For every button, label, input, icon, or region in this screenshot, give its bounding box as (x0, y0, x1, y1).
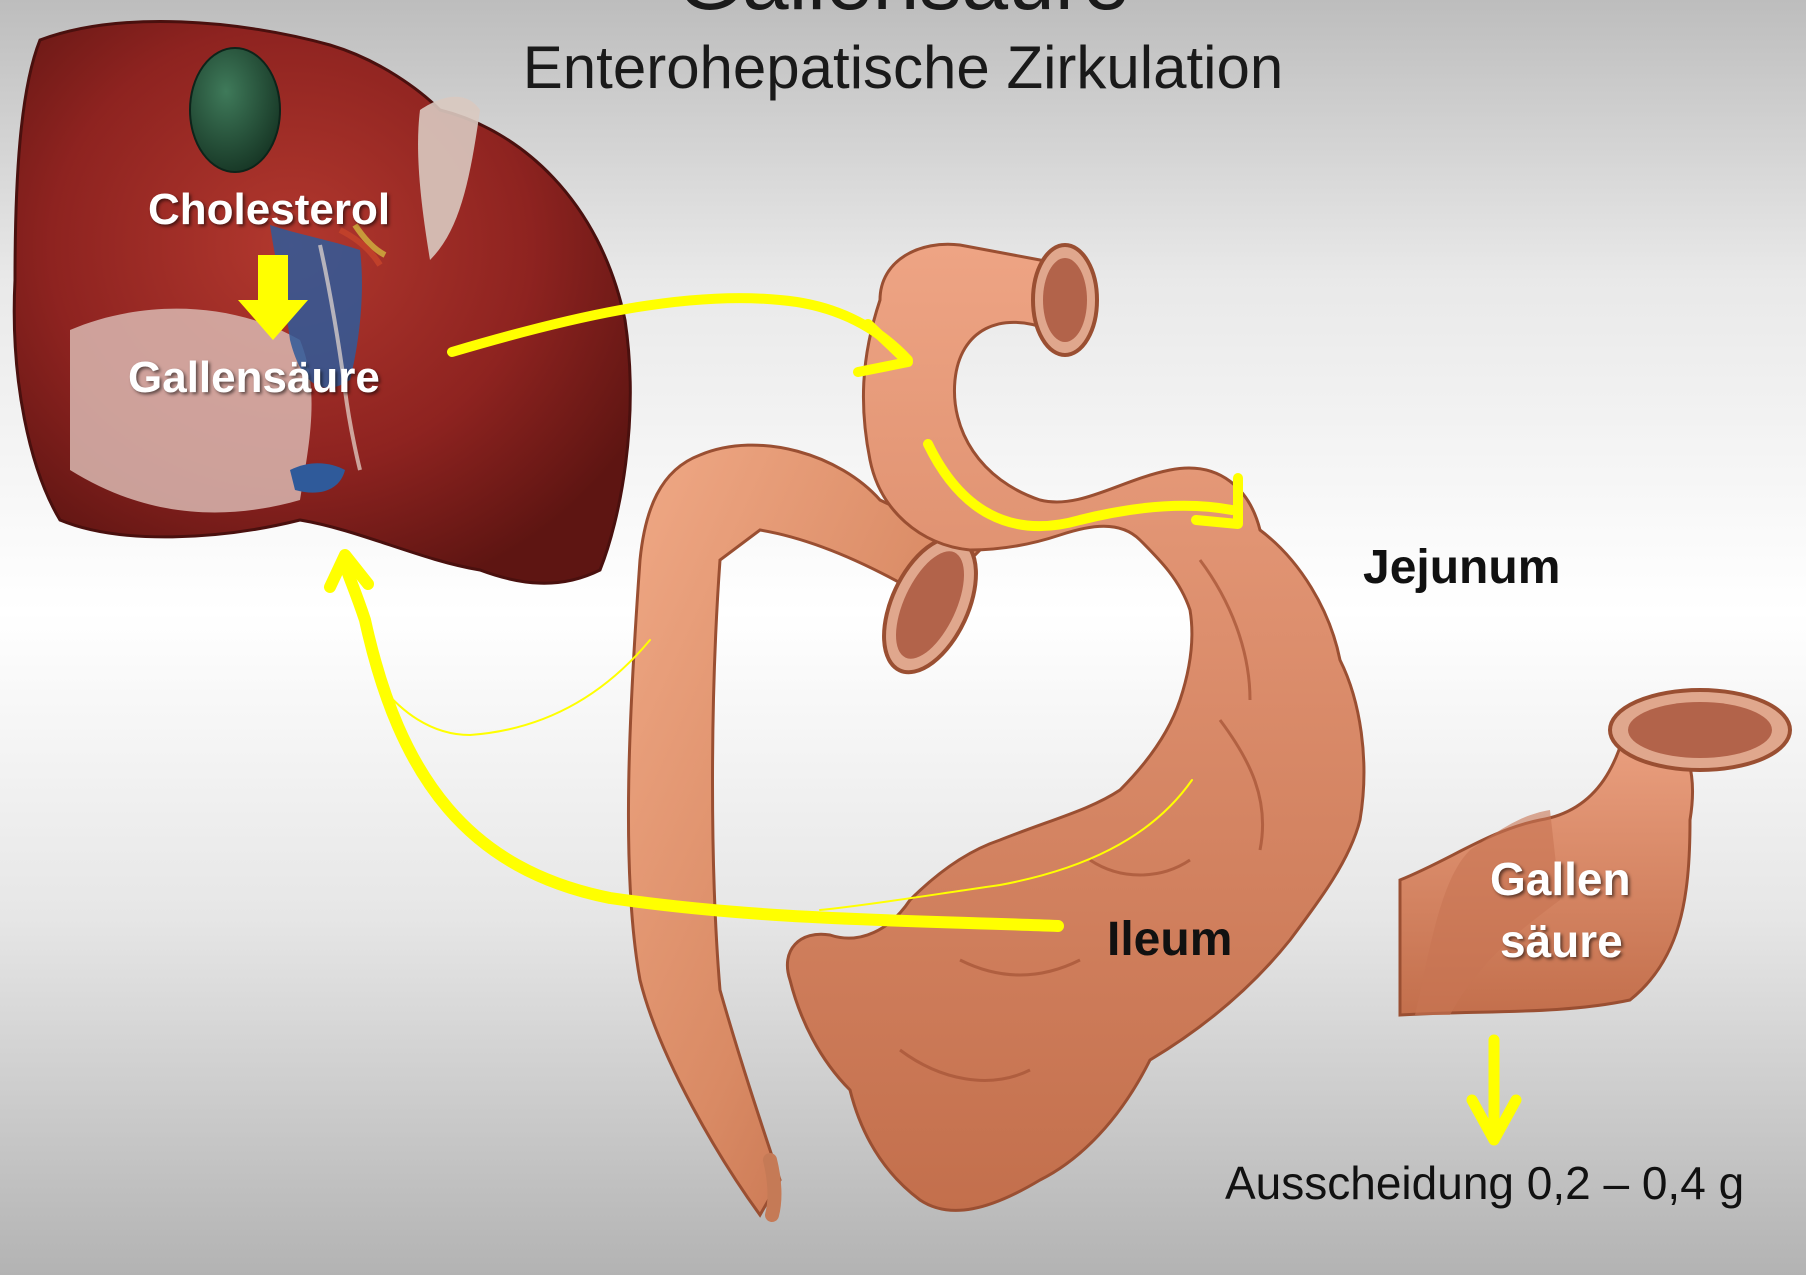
gallbladder-illustration (190, 48, 280, 172)
label-gallensaeure: Gallensäure (128, 356, 380, 400)
label-ileum: Ileum (1107, 916, 1232, 964)
label-cholesterol: Cholesterol (148, 188, 390, 232)
label-gallen: Gallen (1490, 856, 1631, 902)
label-jejunum: Jejunum (1363, 544, 1560, 592)
label-ausscheidung: Ausscheidung 0,2 – 0,4 g (1225, 1160, 1744, 1206)
label-saeure: säure (1500, 918, 1623, 964)
cholesterol-down-arrow (258, 255, 288, 300)
liver-illustration (14, 21, 630, 583)
thin-connector-line-1 (380, 640, 650, 735)
small-intestine-illustration (787, 244, 1364, 1210)
